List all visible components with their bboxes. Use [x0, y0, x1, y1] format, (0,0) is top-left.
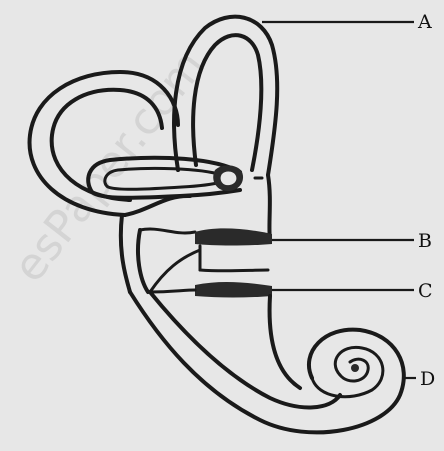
label-d: D — [420, 368, 435, 390]
label-b: B — [418, 230, 432, 252]
utricle — [195, 228, 272, 270]
saccule — [150, 250, 272, 298]
label-c: C — [418, 280, 433, 302]
label-a: A — [417, 11, 432, 33]
cochlea — [130, 292, 404, 432]
common-crus — [121, 215, 148, 292]
